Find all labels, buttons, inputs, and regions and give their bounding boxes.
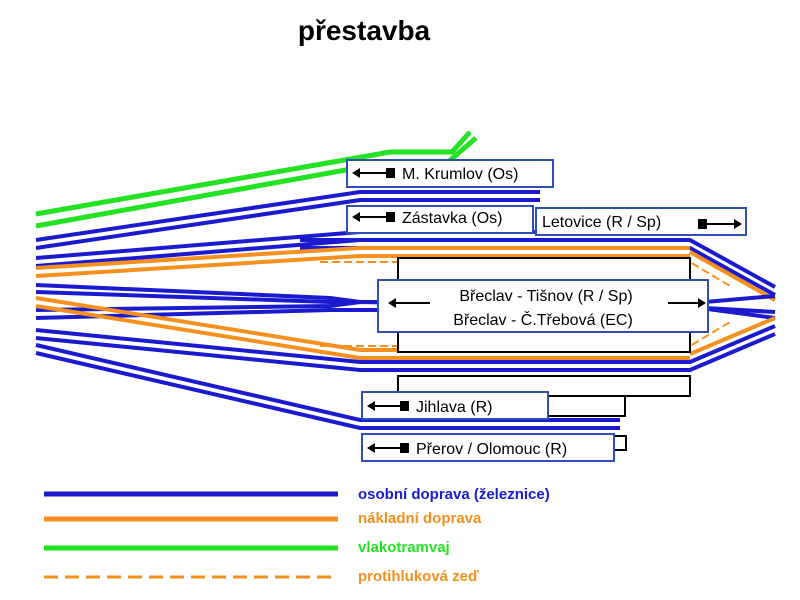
arrow-right-icon: [668, 298, 706, 308]
label-jihlava: Jihlava (R): [361, 391, 549, 420]
arrow-left-icon: [388, 298, 430, 308]
legend-freight: nákladní doprava: [358, 510, 482, 527]
svg-text:M. Krumlov (Os): M. Krumlov (Os): [402, 166, 518, 183]
legend-passenger: osobní doprava (železnice): [358, 486, 550, 503]
legend: osobní doprava (železnice) nákladní dopr…: [44, 486, 550, 585]
label-letovice: Letovice (R / Sp): [535, 207, 747, 236]
arrow-left-icon: [352, 212, 395, 222]
arrow-left-icon: [367, 443, 409, 453]
label-krumlov: M. Krumlov (Os): [346, 159, 554, 188]
arrow-right-icon: [698, 219, 742, 229]
label-brno-tisnov: Břeclav - Tišnov (R / Sp): [459, 288, 632, 305]
legend-tram: vlakotramvaj: [358, 539, 450, 556]
label-main-directions: Břeclav - Tišnov (R / Sp) Břeclav - Č.Tř…: [377, 279, 709, 333]
svg-text:Jihlava (R): Jihlava (R): [416, 399, 492, 416]
label-prerov: Přerov / Olomouc (R): [361, 433, 615, 462]
arrow-left-icon: [367, 401, 409, 411]
diagram-title: přestavba: [298, 15, 431, 46]
label-zastavka: Zástavka (Os): [346, 205, 534, 234]
arrow-left-icon: [352, 168, 395, 178]
svg-text:Zástavka (Os): Zástavka (Os): [402, 210, 502, 227]
label-brno-trebova: Břeclav - Č.Třebová (EC): [453, 310, 633, 329]
svg-text:Přerov / Olomouc (R): Přerov / Olomouc (R): [416, 441, 567, 458]
svg-text:Letovice (R / Sp): Letovice (R / Sp): [542, 214, 661, 231]
legend-noise-wall: protihluková zeď: [358, 568, 479, 585]
